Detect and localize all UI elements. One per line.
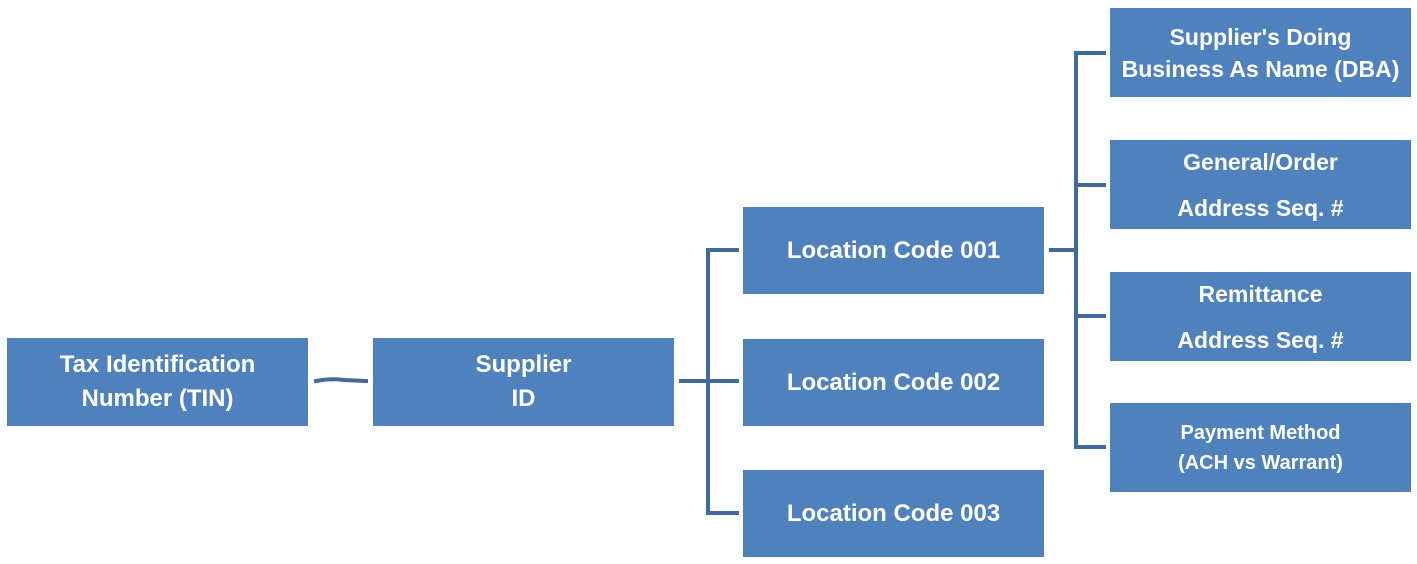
- remittance-address-box: Remittance Address Seq. #: [1110, 272, 1411, 361]
- remittance-label-line2: Address Seq. #: [1177, 326, 1344, 353]
- remittance-label-line1: Remittance: [1198, 280, 1323, 307]
- general-label-line1: General/Order: [1183, 148, 1338, 175]
- tin-box: Tax Identification Number (TIN): [7, 338, 308, 426]
- tin-label-line1: Tax Identification: [59, 351, 256, 378]
- location-label: Location Code 002: [786, 368, 1001, 396]
- general-label-line2: Address Seq. #: [1177, 194, 1344, 221]
- supplier-id-box: Supplier ID: [373, 338, 674, 426]
- payment-method-box: Payment Method (ACH vs Warrant): [1110, 403, 1411, 492]
- dba-label-line2: Business As Name (DBA): [1121, 55, 1400, 82]
- connector-tin-supplier: [313, 377, 369, 384]
- supplier-label-line2: ID: [511, 385, 536, 412]
- location-label: Location Code 001: [786, 236, 1001, 264]
- dba-box: Supplier's Doing Business As Name (DBA): [1110, 8, 1411, 97]
- tin-label-line2: Number (TIN): [81, 385, 234, 412]
- location-code-001-box: Location Code 001: [743, 207, 1044, 294]
- dba-label-line1: Supplier's Doing: [1169, 23, 1352, 50]
- payment-label-line1: Payment Method: [1180, 421, 1341, 444]
- location-label: Location Code 003: [786, 499, 1001, 527]
- general-order-address-box: General/Order Address Seq. #: [1110, 140, 1411, 229]
- location-code-003-box: Location Code 003: [743, 470, 1044, 557]
- payment-label-line2: (ACH vs Warrant): [1178, 451, 1343, 474]
- location-code-002-box: Location Code 002: [743, 339, 1044, 426]
- supplier-label-line1: Supplier: [475, 351, 572, 378]
